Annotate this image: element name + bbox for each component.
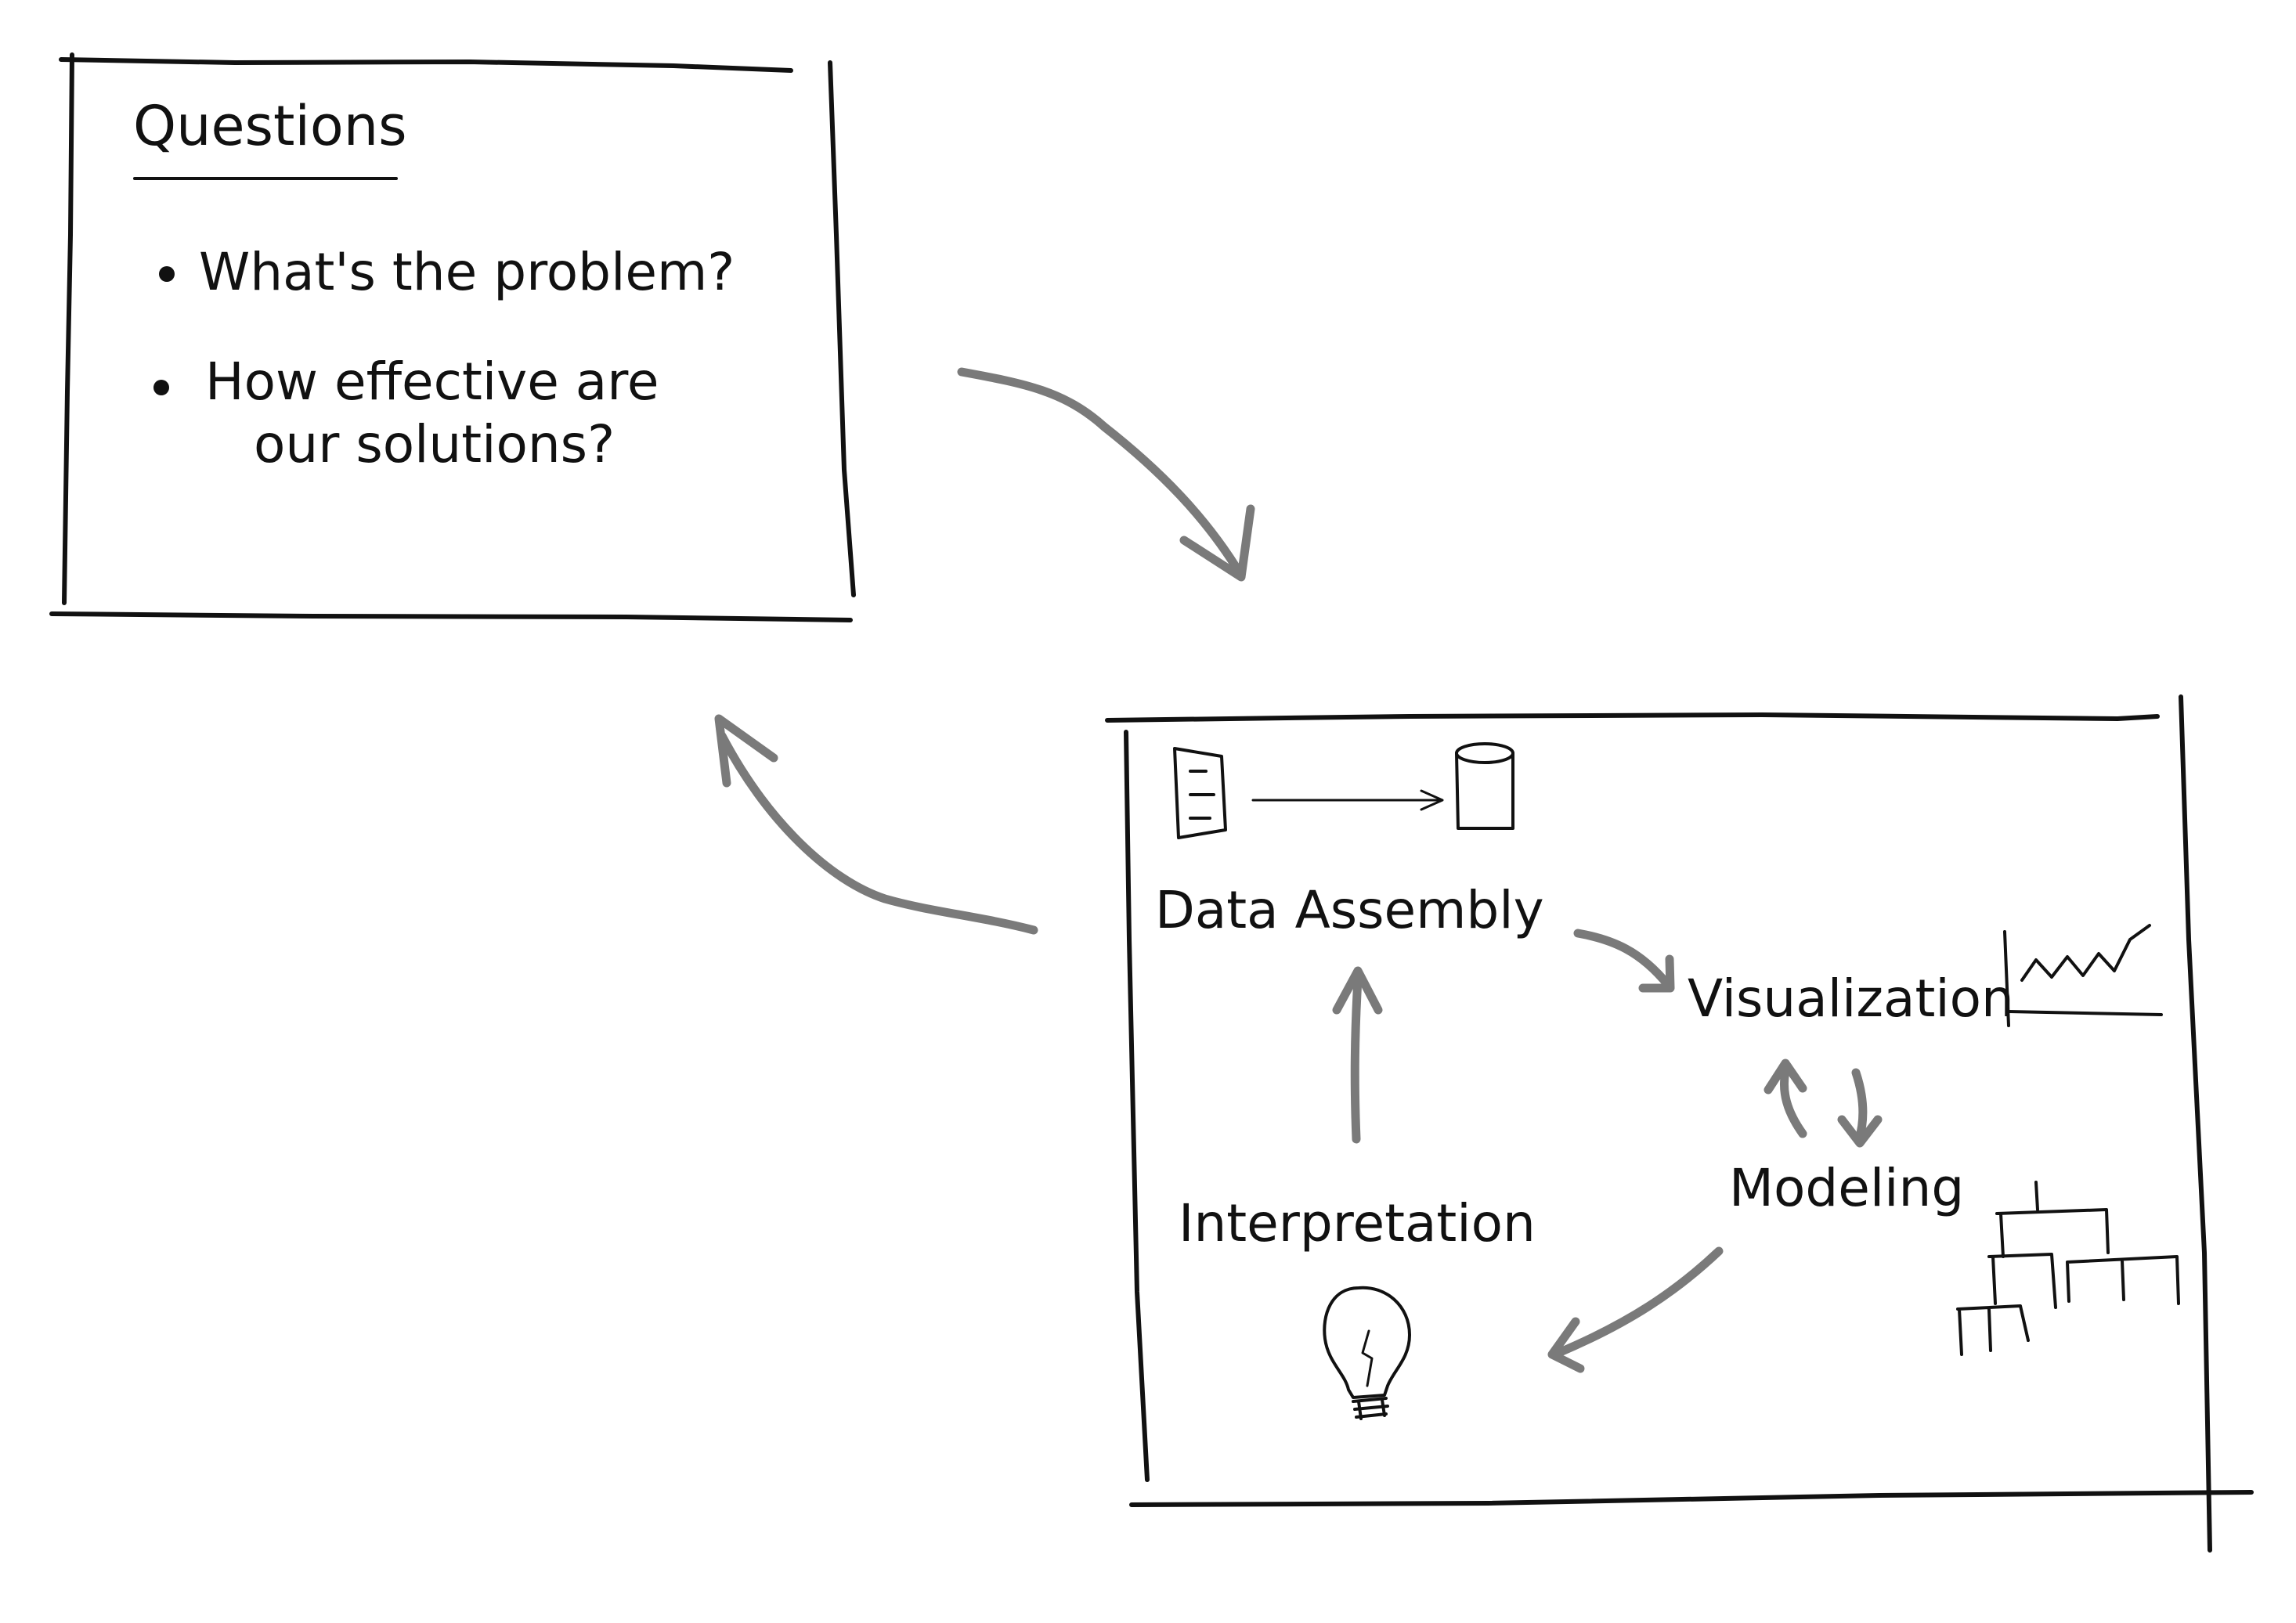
arrow-process-to-questions (714, 714, 1038, 935)
interpretation-label: Interpretation (1179, 1193, 1536, 1253)
data-flow-arrow (1251, 789, 1444, 811)
arrow-interpretation-to-data-assembly (1332, 966, 1383, 1144)
database-icon (1455, 742, 1514, 830)
stacked-blocks-icon (1956, 1181, 2180, 1356)
bullet-icon (153, 380, 169, 395)
question-text-continued: our solutions? (254, 414, 615, 474)
question-text: What's the problem? (199, 242, 735, 302)
line-chart-icon (2003, 924, 2163, 1027)
question-item: How effective are our solutions? (153, 352, 659, 474)
arrow-data-assembly-to-visualization (1573, 929, 1675, 993)
arrow-questions-to-process (957, 367, 1255, 582)
question-item: What's the problem? (159, 242, 735, 302)
questions-title: Questions (133, 94, 407, 158)
arrow-modeling-to-visualization (1764, 1059, 1807, 1138)
questions-panel: Questions What's the problem? How effect… (49, 52, 856, 622)
question-text: How effective are (205, 352, 659, 412)
questions-panel-frame (49, 52, 856, 622)
modeling-step: Modeling (1729, 1158, 2180, 1356)
arrow-modeling-to-interpretation (1547, 1246, 1724, 1373)
bullet-icon (159, 266, 175, 282)
visualization-step: Visualization (1688, 924, 2163, 1029)
document-icon (1173, 747, 1227, 839)
interpretation-step: Interpretation (1179, 1193, 1536, 1420)
process-panel: Data Assembly Visualization Modeling (1105, 694, 2254, 1553)
data-assembly-label: Data Assembly (1155, 880, 1544, 940)
process-panel-frame (1105, 694, 2254, 1553)
lightbulb-icon (1323, 1286, 1411, 1420)
arrow-visualization-to-modeling (1837, 1068, 1883, 1148)
modeling-label: Modeling (1729, 1158, 1964, 1218)
visualization-label: Visualization (1688, 968, 2014, 1029)
data-assembly-step: Data Assembly (1155, 742, 1544, 940)
